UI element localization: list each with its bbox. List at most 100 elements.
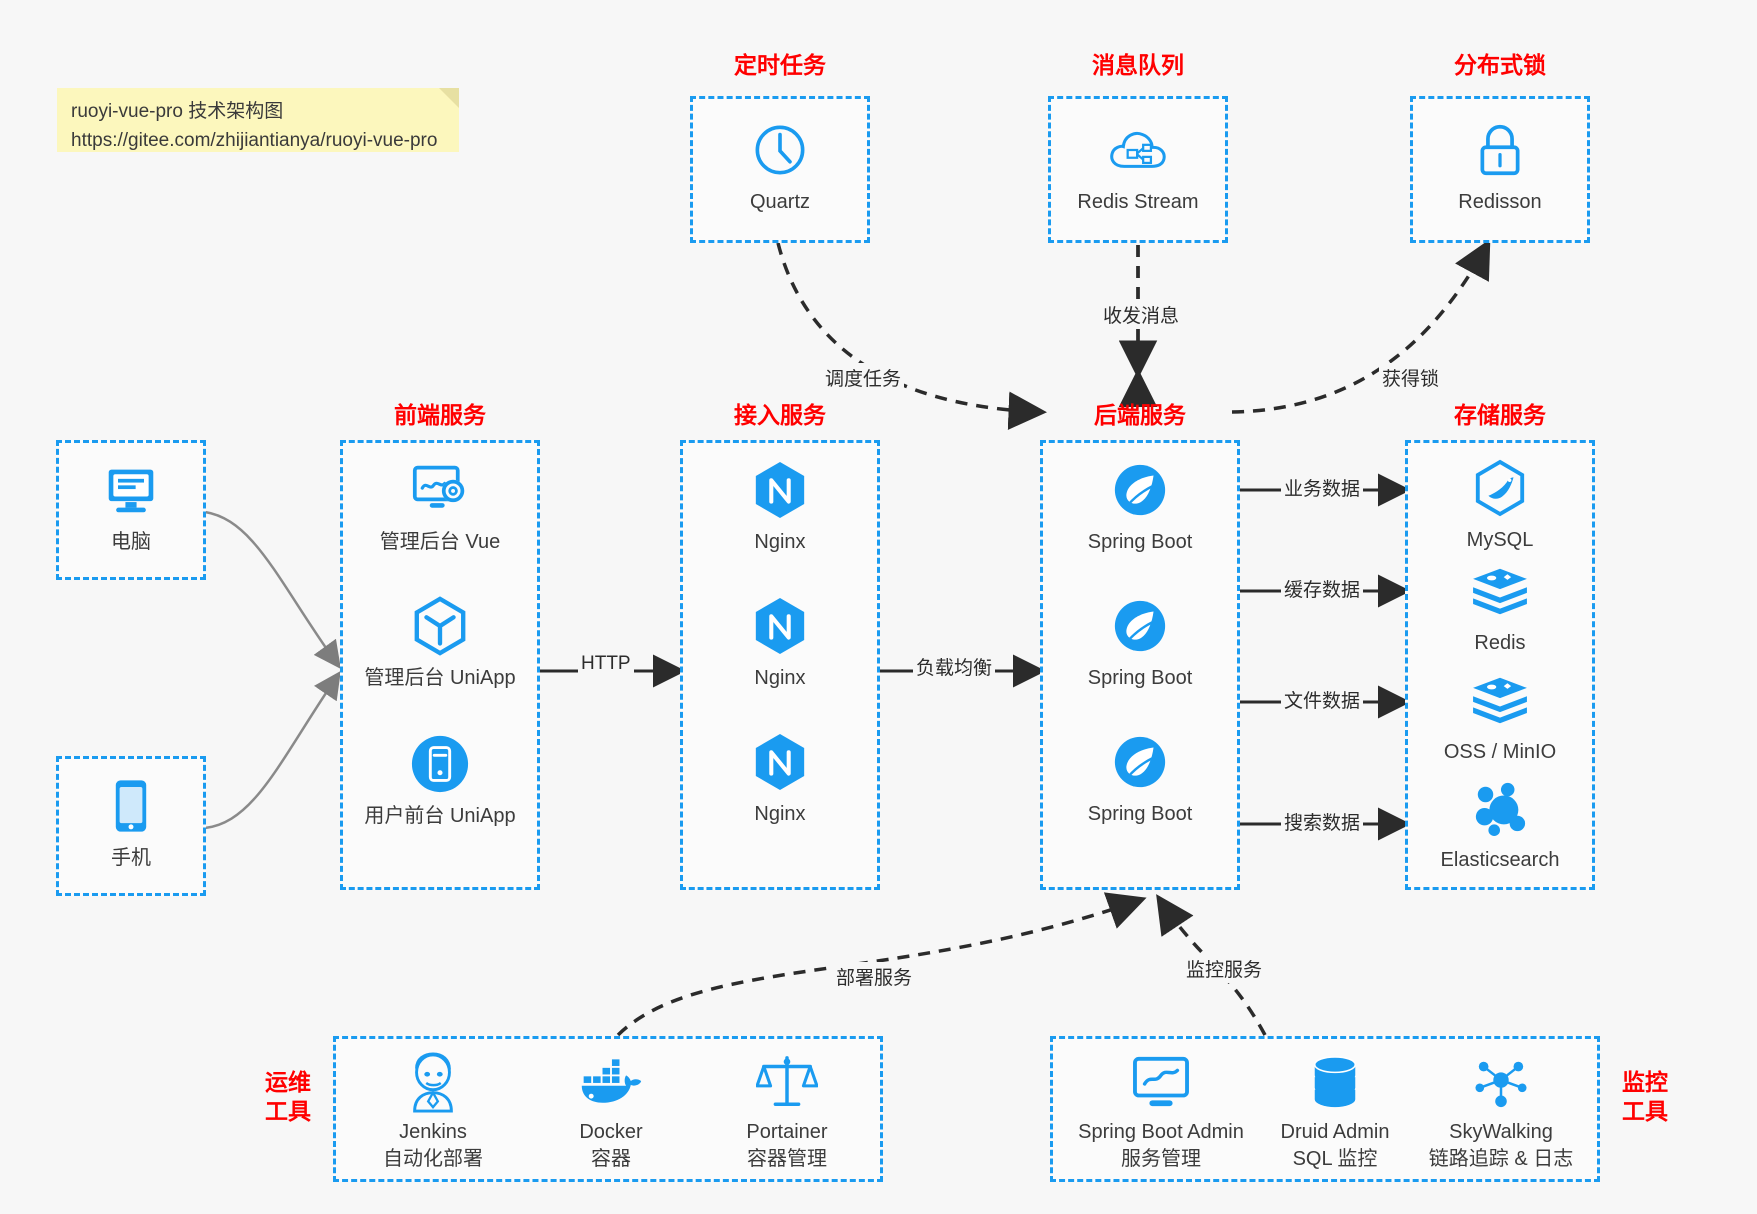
group-title-monitor-line2: 工具 bbox=[1622, 1097, 1668, 1124]
node-label: Jenkins bbox=[399, 1121, 467, 1143]
node-label: Redisson bbox=[1458, 191, 1542, 213]
group-client-desktop: 电脑 bbox=[56, 440, 206, 580]
clock-icon bbox=[693, 119, 867, 181]
node-label: 手机 bbox=[111, 847, 151, 869]
mobile-icon bbox=[59, 775, 203, 837]
group-title-devops: 运维 工具 bbox=[258, 1068, 318, 1126]
group-title-storage: 存储服务 bbox=[1454, 402, 1546, 428]
spring-icon bbox=[1043, 459, 1237, 521]
node-label: 管理后台 UniApp bbox=[364, 667, 516, 689]
node-label: OSS / MinIO bbox=[1443, 741, 1557, 763]
docker-icon bbox=[526, 1051, 696, 1113]
skywalking-icon bbox=[1405, 1051, 1597, 1113]
edge-label-schedule-task: 调度任务 bbox=[822, 363, 905, 392]
note-line-2: https://gitee.com/zhijiantianya/ruoyi-vu… bbox=[71, 129, 438, 151]
oss-icon bbox=[1408, 669, 1592, 731]
group-title-lock: 分布式锁 bbox=[1454, 52, 1546, 78]
group-title-scheduler: 定时任务 bbox=[734, 52, 826, 78]
node-admin-uniapp[interactable]: 管理后台 UniApp bbox=[343, 595, 537, 691]
node-label: Docker bbox=[579, 1121, 643, 1143]
node-mysql[interactable]: MySQL bbox=[1408, 457, 1592, 553]
node-spring-boot-2[interactable]: Spring Boot bbox=[1043, 595, 1237, 691]
node-label: Quartz bbox=[749, 191, 811, 213]
edge-label-deploy-service: 部署服务 bbox=[833, 962, 916, 991]
node-jenkins[interactable]: Jenkins 自动化部署 bbox=[348, 1051, 518, 1173]
node-sublabel: 自动化部署 bbox=[383, 1148, 483, 1170]
node-label: 电脑 bbox=[111, 531, 151, 553]
cube-icon bbox=[343, 595, 537, 657]
node-redis[interactable]: Redis bbox=[1408, 560, 1592, 656]
edge-label-search-data: 搜索数据 bbox=[1281, 807, 1364, 836]
node-desktop[interactable]: 电脑 bbox=[59, 459, 203, 555]
redis-icon bbox=[1408, 560, 1592, 622]
edge-label-acquire-lock: 获得锁 bbox=[1379, 363, 1443, 392]
edge-label-http: HTTP bbox=[578, 652, 634, 676]
node-label: Nginx bbox=[754, 531, 806, 553]
edge-label-send-receive-msg: 收发消息 bbox=[1100, 300, 1183, 329]
node-redis-stream[interactable]: Redis Stream bbox=[1051, 119, 1225, 215]
group-devops: Jenkins 自动化部署 Docker 容器 bbox=[333, 1036, 883, 1182]
node-label: Spring Boot Admin bbox=[1078, 1121, 1244, 1143]
note-line-1: ruoyi-vue-pro 技术架构图 bbox=[71, 101, 284, 122]
sba-icon bbox=[1061, 1051, 1261, 1113]
node-label: Portainer bbox=[746, 1121, 828, 1143]
node-quartz[interactable]: Quartz bbox=[693, 119, 867, 215]
node-nginx-1[interactable]: Nginx bbox=[683, 459, 877, 555]
dashboard-icon bbox=[343, 459, 537, 521]
nginx-icon bbox=[683, 595, 877, 657]
node-user-uniapp[interactable]: 用户前台 UniApp bbox=[343, 733, 537, 829]
portainer-icon bbox=[702, 1051, 872, 1113]
node-sublabel: SQL 监控 bbox=[1292, 1148, 1378, 1170]
nginx-icon bbox=[683, 731, 877, 793]
node-nginx-2[interactable]: Nginx bbox=[683, 595, 877, 691]
node-redisson[interactable]: Redisson bbox=[1413, 119, 1587, 215]
spring-icon bbox=[1043, 595, 1237, 657]
node-sublabel: 链路追踪 & 日志 bbox=[1428, 1148, 1574, 1170]
lock-icon bbox=[1413, 119, 1587, 181]
note-fold-icon bbox=[439, 88, 459, 108]
node-label: Spring Boot bbox=[1087, 531, 1193, 553]
node-label: MySQL bbox=[1466, 529, 1534, 551]
node-label: 用户前台 UniApp bbox=[364, 805, 516, 827]
node-label: Spring Boot bbox=[1087, 803, 1193, 825]
group-gateway: Nginx Nginx Nginx bbox=[680, 440, 880, 890]
node-elasticsearch[interactable]: Elasticsearch bbox=[1408, 777, 1592, 873]
nginx-icon bbox=[683, 459, 877, 521]
node-admin-vue[interactable]: 管理后台 Vue bbox=[343, 459, 537, 555]
node-label: Nginx bbox=[754, 803, 806, 825]
node-label: SkyWalking bbox=[1449, 1121, 1553, 1143]
group-monitor: Spring Boot Admin 服务管理 Druid Admin SQL 监… bbox=[1050, 1036, 1600, 1182]
node-portainer[interactable]: Portainer 容器管理 bbox=[702, 1051, 872, 1173]
node-label: Spring Boot bbox=[1087, 667, 1193, 689]
group-title-devops-line2: 工具 bbox=[265, 1097, 311, 1124]
desktop-icon bbox=[59, 459, 203, 521]
edge-label-monitor-service: 监控服务 bbox=[1183, 954, 1266, 983]
group-title-mq: 消息队列 bbox=[1092, 52, 1184, 78]
node-spring-boot-3[interactable]: Spring Boot bbox=[1043, 731, 1237, 827]
node-mobile[interactable]: 手机 bbox=[59, 775, 203, 871]
node-nginx-3[interactable]: Nginx bbox=[683, 731, 877, 827]
node-oss-minio[interactable]: OSS / MinIO bbox=[1408, 669, 1592, 765]
group-lock: Redisson bbox=[1410, 96, 1590, 243]
edge-label-load-balance: 负载均衡 bbox=[913, 652, 996, 681]
group-storage: MySQL Redis bbox=[1405, 440, 1595, 890]
group-title-gateway: 接入服务 bbox=[734, 402, 826, 428]
jenkins-icon bbox=[348, 1051, 518, 1113]
app-icon bbox=[343, 733, 537, 795]
node-spring-boot-1[interactable]: Spring Boot bbox=[1043, 459, 1237, 555]
cloud-stream-icon bbox=[1051, 119, 1225, 181]
node-druid-admin[interactable]: Druid Admin SQL 监控 bbox=[1255, 1051, 1415, 1173]
node-label: Redis bbox=[1474, 632, 1526, 654]
node-sublabel: 容器 bbox=[591, 1148, 631, 1170]
diagram-note: ruoyi-vue-pro 技术架构图 https://gitee.com/zh… bbox=[57, 88, 459, 152]
group-mq: Redis Stream bbox=[1048, 96, 1228, 243]
database-icon bbox=[1255, 1051, 1415, 1113]
node-docker[interactable]: Docker 容器 bbox=[526, 1051, 696, 1173]
group-title-backend: 后端服务 bbox=[1094, 402, 1186, 428]
node-skywalking[interactable]: SkyWalking 链路追踪 & 日志 bbox=[1405, 1051, 1597, 1173]
node-label: Druid Admin bbox=[1280, 1121, 1390, 1143]
edge-label-business-data: 业务数据 bbox=[1281, 473, 1364, 502]
node-label: Elasticsearch bbox=[1440, 849, 1560, 871]
node-spring-boot-admin[interactable]: Spring Boot Admin 服务管理 bbox=[1061, 1051, 1261, 1173]
group-frontend: 管理后台 Vue 管理后台 UniApp 用户前台 UniApp bbox=[340, 440, 540, 890]
